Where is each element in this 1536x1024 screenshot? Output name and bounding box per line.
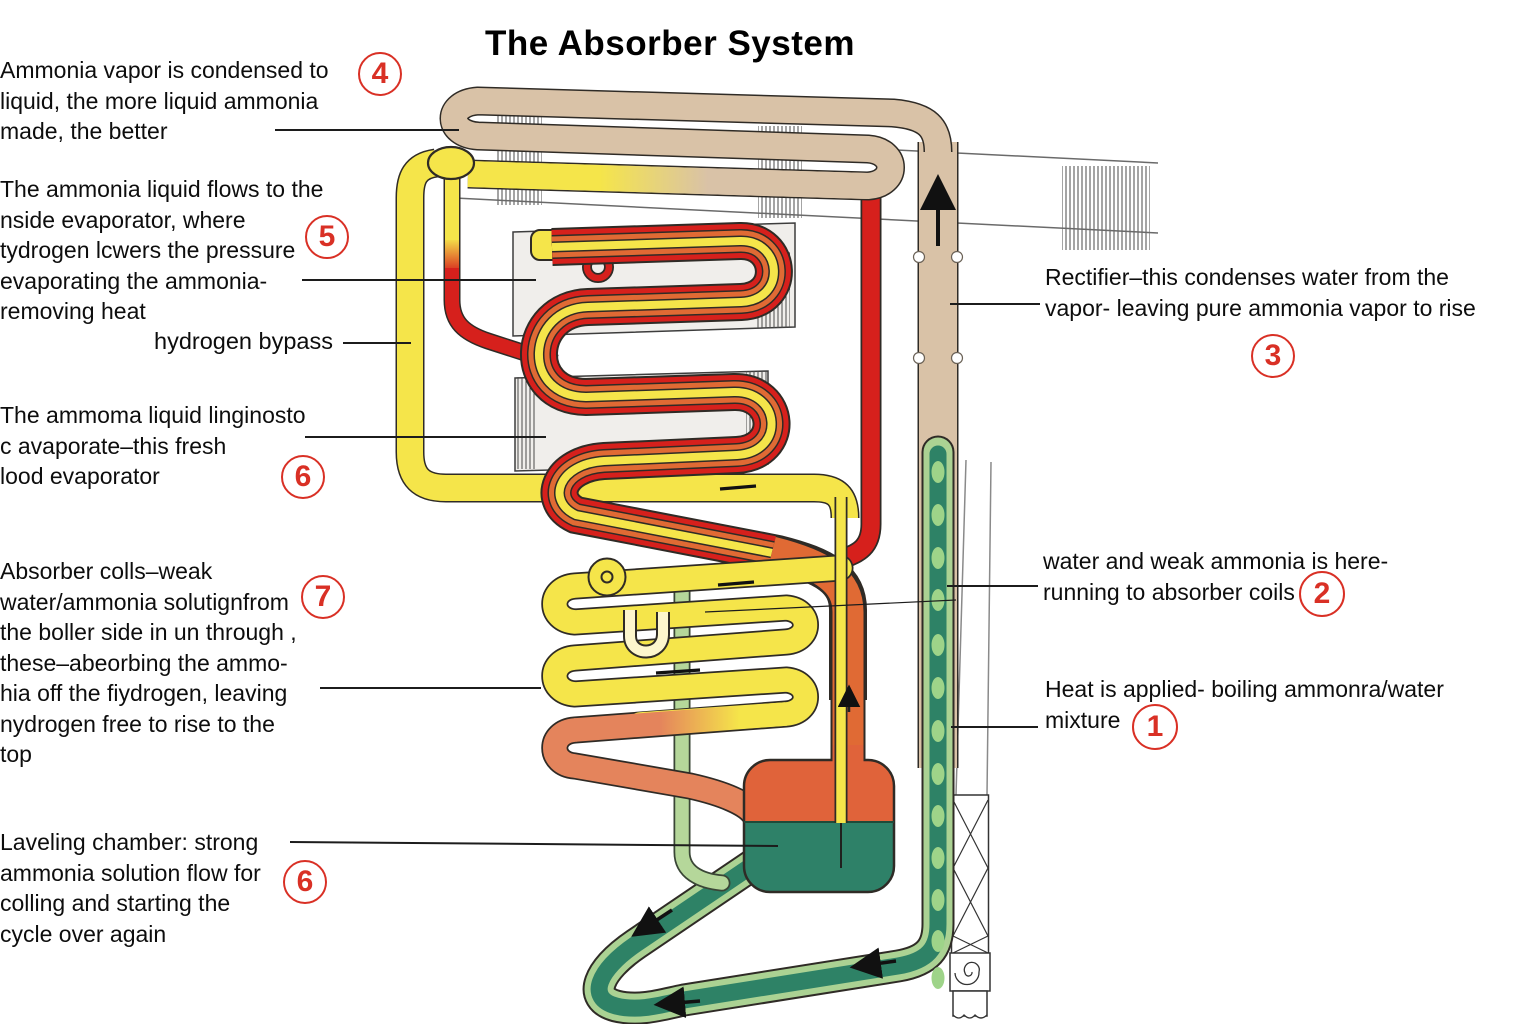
heater-element xyxy=(949,459,992,1019)
annotation-weak-ammonia: water and weak ammonia is here- running … xyxy=(1043,548,1389,605)
callout-number-2: 2 xyxy=(1299,571,1345,617)
callout-number-4: 4 xyxy=(358,52,402,96)
leader-lines xyxy=(275,129,1040,847)
annotation-leveling-chamber: Laveling chamber: strong ammonia solutio… xyxy=(0,829,261,947)
callout-number-1: 1 xyxy=(1132,704,1178,750)
callout-number-6a: 6 xyxy=(281,455,325,499)
vapor-bubbles xyxy=(931,461,945,989)
callout-number-7: 7 xyxy=(301,575,345,619)
trap-hook xyxy=(625,610,668,657)
annotation-absorber-coils: Absorber colls–weak water/ammonia soluti… xyxy=(0,558,297,767)
bypass-junction xyxy=(426,145,476,181)
annotation-liquid-flows: The ammonia liquid flows to the nside ev… xyxy=(0,176,324,324)
callout-number-6b: 6 xyxy=(283,860,327,904)
absorber-coils xyxy=(541,554,854,892)
annotation-fresh-food-evaporator: The ammoma liquid linginosto c avaporate… xyxy=(0,402,306,489)
condenser-coil xyxy=(439,86,953,201)
callout-number-3: 3 xyxy=(1251,334,1295,378)
hydrogen-bypass-label: hydrogen bypass xyxy=(154,328,333,354)
coil-top-loop xyxy=(589,559,625,595)
heater-spiral-icon xyxy=(954,961,980,986)
bubble-pump-riser xyxy=(582,174,964,1024)
heater-lattice xyxy=(952,799,989,954)
hydrogen-bypass-pipe xyxy=(395,148,860,519)
page-title: The Absorber System xyxy=(485,24,855,63)
leveling-chamber xyxy=(742,497,896,894)
annotation-rectifier: Rectifier–this condenses water from the … xyxy=(1045,264,1476,321)
flow-arrows xyxy=(631,906,897,1018)
column-notches xyxy=(912,250,964,365)
callout-number-5: 5 xyxy=(305,215,349,259)
annotation-condensed-vapor: Ammonia vapor is condensed to liquid, th… xyxy=(0,57,329,144)
annotation-heat-applied: Heat is applied- boiling ammonra/water m… xyxy=(1045,676,1444,733)
liquid-ammonia-pipe xyxy=(426,145,559,372)
